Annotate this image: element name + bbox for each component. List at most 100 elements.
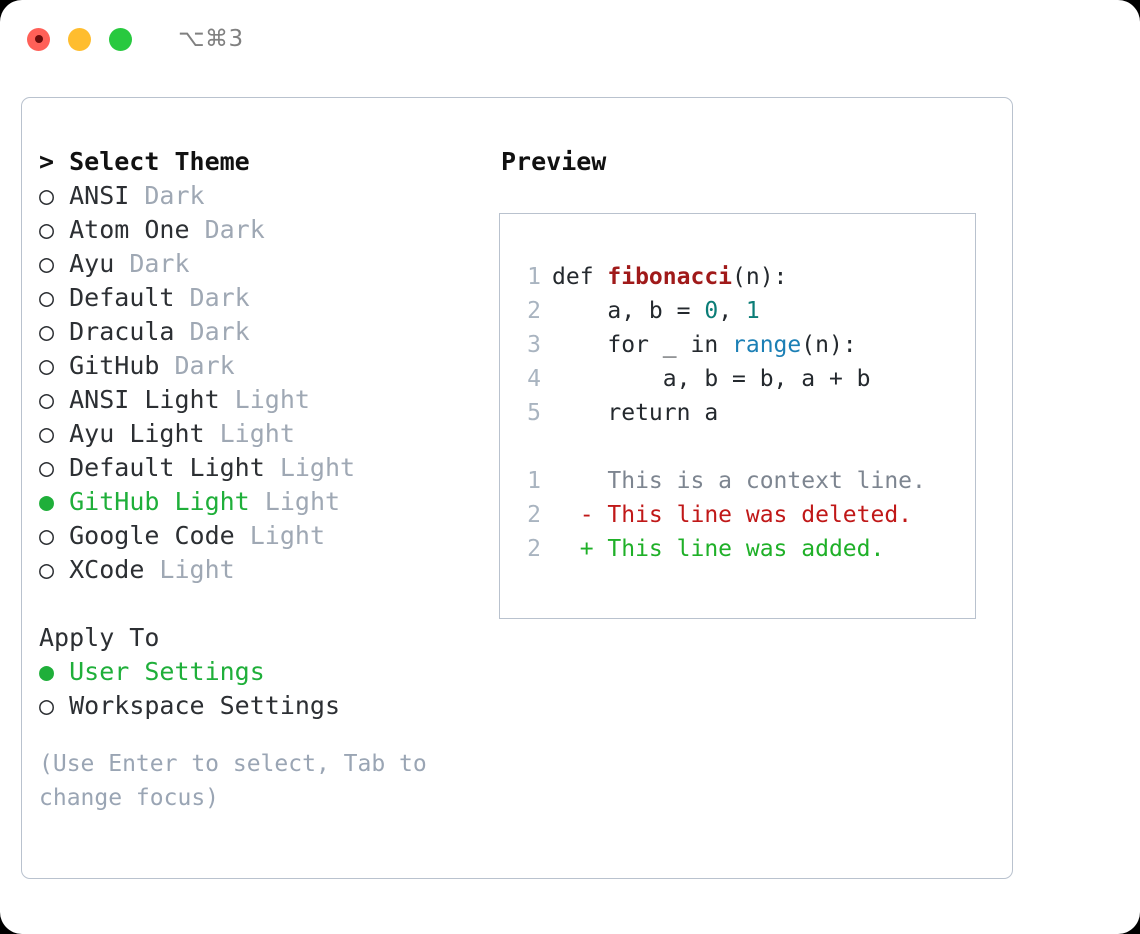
code-token-num: 1 [745,298,760,324]
radio-selected-icon: ● [39,487,70,516]
keyboard-shortcut-label: ⌥⌘3 [178,26,244,52]
theme-variant-tag: Light [264,453,356,482]
theme-variant-tag: Light [249,487,341,516]
theme-option-label: XCode [69,555,145,584]
diff-line-add: 2 + This line was added. [519,532,975,566]
line-number: 4 [527,366,541,392]
diff-sample: 1 This is a context line.2 - This line w… [519,464,975,566]
radio-unselected-icon: ○ [39,555,70,584]
theme-option-label: Default Light [69,453,265,482]
radio-unselected-icon: ○ [39,317,70,346]
theme-option-ansi[interactable]: ○ ANSI Dark [39,179,499,213]
code-line: 3 for _ in range(n): [519,328,975,362]
theme-variant-tag: Dark [129,181,205,210]
theme-variant-tag: Light [219,385,310,414]
theme-option-google-code[interactable]: ○ Google Code Light [39,519,499,553]
close-button-icon[interactable] [27,27,50,51]
radio-unselected-icon: ○ [39,351,70,380]
apply-to-option-label: User Settings [69,657,265,686]
code-indent [552,400,607,426]
line-number: 2 [527,298,541,324]
line-number: 1 [527,264,541,290]
code-indent [552,366,663,392]
theme-option-xcode[interactable]: ○ XCode Light [39,553,499,587]
window-controls [27,27,132,51]
keyboard-hint-text: (Use Enter to select, Tab to change focu… [39,751,427,811]
radio-unselected-icon: ○ [39,419,70,448]
line-number: 2 [527,536,541,562]
theme-option-ayu[interactable]: ○ Ayu Dark [39,247,499,281]
theme-selector-dialog: > Select Theme ○ ANSI Dark○ Atom One Dar… [21,97,1013,879]
page-title: > Select Theme [39,147,250,176]
code-token-plain: return a [607,400,719,426]
apply-to-option-list: ● User Settings○ Workspace Settings [39,655,499,723]
record-indicator-icon [34,35,43,43]
theme-option-label: Google Code [69,521,235,550]
code-token-plain: def [552,264,608,290]
theme-option-ansi-light[interactable]: ○ ANSI Light Light [39,383,499,417]
radio-unselected-icon: ○ [39,385,70,414]
theme-option-label: Dracula [69,317,175,346]
theme-variant-tag: Dark [114,249,190,278]
diff-line-text: - This line was deleted. [552,502,913,528]
theme-variant-tag: Dark [189,215,265,244]
diff-line-text: + This line was added. [552,536,885,562]
minimize-button-icon[interactable] [68,27,91,51]
section-spacer [39,587,499,621]
theme-option-label: ANSI Light [69,385,220,414]
theme-option-github[interactable]: ○ GitHub Dark [39,349,499,383]
theme-option-label: Atom One [69,215,190,244]
theme-option-ayu-light[interactable]: ○ Ayu Light Light [39,417,499,451]
code-diff-separator [519,430,975,464]
diff-line-del: 2 - This line was deleted. [519,498,975,532]
radio-unselected-icon: ○ [39,249,70,278]
theme-variant-tag: Light [144,555,235,584]
radio-unselected-icon: ○ [39,283,70,312]
theme-option-label: ANSI [69,181,130,210]
theme-option-label: Default [69,283,175,312]
theme-option-default[interactable]: ○ Default Dark [39,281,499,315]
theme-variant-tag: Light [234,521,325,550]
theme-variant-tag: Dark [174,283,250,312]
radio-selected-icon: ● [39,657,70,686]
code-token-fn: fibonacci [607,264,733,290]
theme-option-list: ○ ANSI Dark○ Atom One Dark○ Ayu Dark○ De… [39,179,499,587]
code-token-plain: a, b = b, a + b [662,366,871,392]
line-number: 5 [527,400,541,426]
code-token-num: 0 [704,298,719,324]
theme-variant-tag: Dark [159,351,235,380]
theme-list-column: > Select Theme ○ ANSI Dark○ Atom One Dar… [39,145,499,815]
diff-line-text: This is a context line. [552,468,926,494]
radio-unselected-icon: ○ [39,453,70,482]
theme-option-github-light[interactable]: ● GitHub Light Light [39,485,499,519]
code-line: 2 a, b = 0, 1 [519,294,975,328]
theme-option-label: GitHub Light [69,487,250,516]
apply-to-option-user-settings[interactable]: ● User Settings [39,655,499,689]
radio-unselected-icon: ○ [39,521,70,550]
maximize-button-icon[interactable] [109,27,132,51]
code-line: 4 a, b = b, a + b [519,362,975,396]
diff-line-context: 1 This is a context line. [519,464,975,498]
preview-title: Preview [501,147,607,176]
line-number: 2 [527,502,541,528]
apply-to-option-workspace-settings[interactable]: ○ Workspace Settings [39,689,499,723]
theme-option-dracula[interactable]: ○ Dracula Dark [39,315,499,349]
code-token-plain: for _ in [607,332,733,358]
code-token-call: range [732,332,802,358]
theme-variant-tag: Dark [174,317,250,346]
code-token-plain: , [718,298,746,324]
code-line: 5 return a [519,396,975,430]
radio-unselected-icon: ○ [39,691,70,720]
line-number: 1 [527,468,541,494]
theme-option-default-light[interactable]: ○ Default Light Light [39,451,499,485]
code-indent [552,332,607,358]
radio-unselected-icon: ○ [39,215,70,244]
apply-to-heading: Apply To [39,623,160,652]
theme-variant-tag: Light [204,419,295,448]
theme-option-atom-one[interactable]: ○ Atom One Dark [39,213,499,247]
